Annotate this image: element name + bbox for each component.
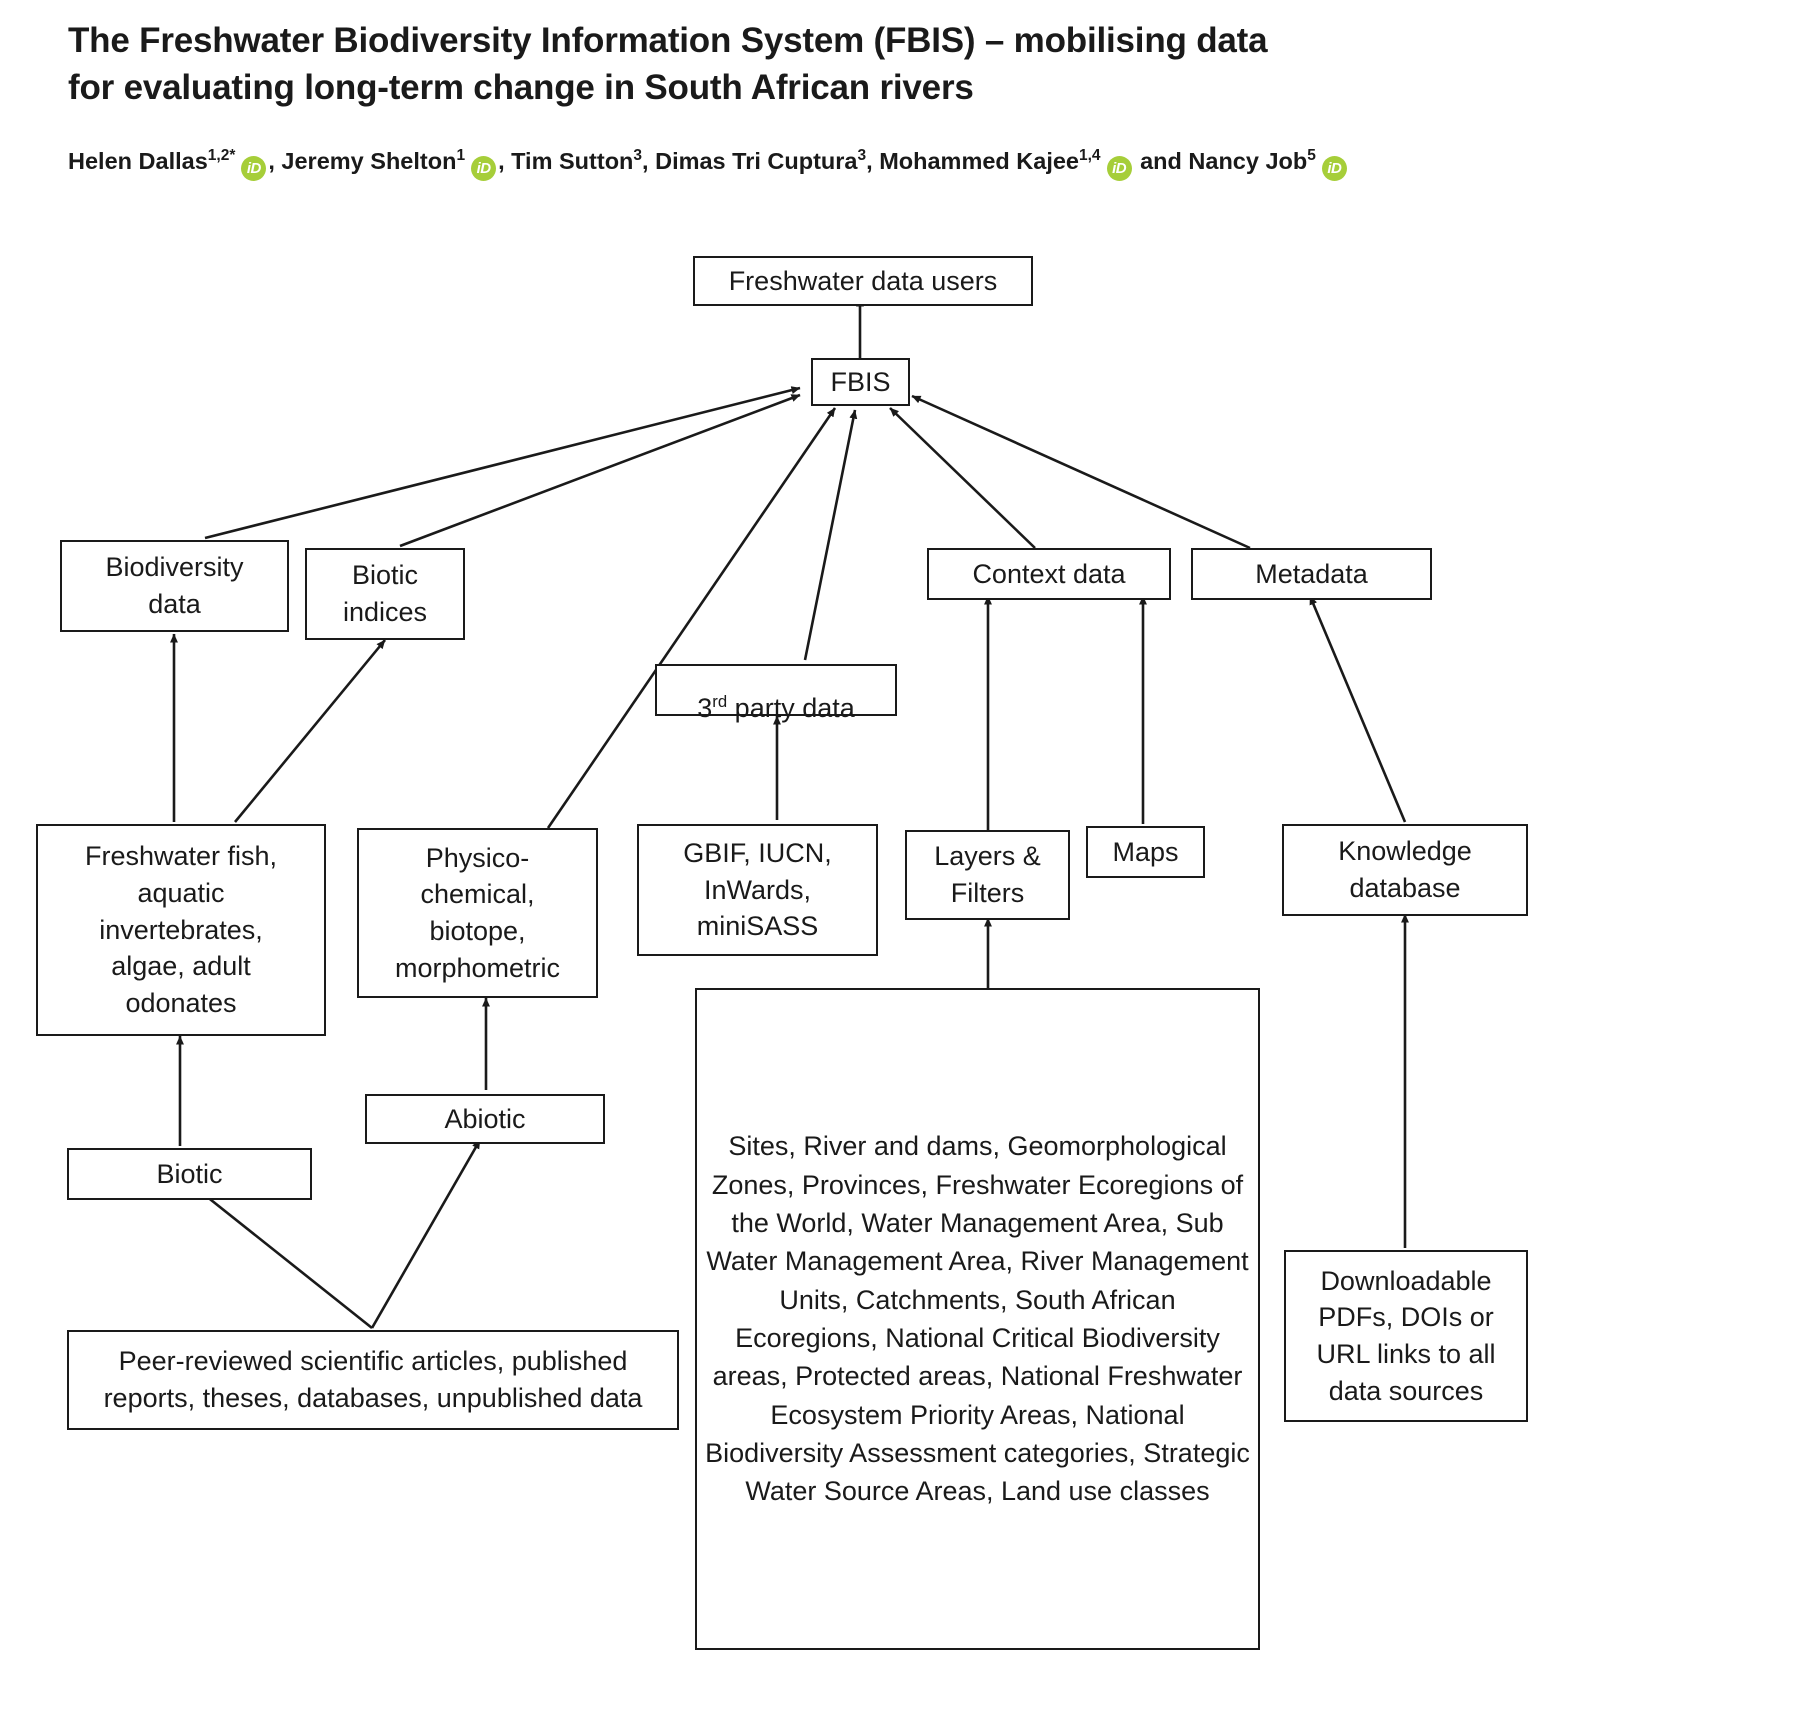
node-label: Layers & Filters bbox=[934, 841, 1041, 908]
page-title: The Freshwater Biodiversity Information … bbox=[68, 21, 1268, 107]
node-label: Sites, River and dams, Geomorphological … bbox=[705, 1131, 1250, 1507]
node-label: Downloadable PDFs, DOIs or URL links to … bbox=[1316, 1265, 1496, 1406]
node-label: Abiotic bbox=[444, 1103, 526, 1134]
author-4: Dimas Tri Cuptura3 bbox=[655, 148, 866, 174]
node-freshwater-fish[interactable]: Freshwater fish, aquatic invertebrates, … bbox=[36, 824, 326, 1036]
article-header: The Freshwater Biodiversity Information … bbox=[68, 18, 1558, 181]
author-affiliation-marker: 1,2* bbox=[207, 146, 236, 164]
node-knowledge-database[interactable]: Knowledge database bbox=[1282, 824, 1528, 916]
node-label: Physico- chemical, biotope, morphometric bbox=[394, 842, 561, 983]
node-label: Freshwater fish, aquatic invertebrates, … bbox=[84, 841, 278, 1019]
author-list: Helen Dallas1,2*iD, Jeremy Shelton1iD, T… bbox=[68, 146, 1558, 181]
node-biodiversity-data[interactable]: Biodiversity data bbox=[60, 540, 289, 632]
author-name: Helen Dallas bbox=[68, 147, 208, 174]
author-separator: , bbox=[268, 147, 282, 174]
node-label-prefix: 3 bbox=[697, 693, 713, 723]
author-affiliation-marker: 3 bbox=[857, 146, 867, 164]
node-label: 3rd party data bbox=[665, 653, 887, 726]
node-physico-chemical[interactable]: Physico- chemical, biotope, morphometric bbox=[357, 828, 598, 998]
node-label: Freshwater data users bbox=[728, 265, 998, 296]
node-label: Biodiversity data bbox=[105, 552, 244, 619]
orcid-icon[interactable]: iD bbox=[241, 155, 267, 181]
node-label: Metadata bbox=[1255, 558, 1368, 589]
fbis-flow-diagram: Freshwater data users FBIS Biodiversity … bbox=[0, 228, 1810, 1724]
node-label: FBIS bbox=[830, 366, 891, 397]
node-maps[interactable]: Maps bbox=[1086, 826, 1205, 878]
node-label: Peer-reviewed scientific articles, publi… bbox=[103, 1346, 643, 1413]
node-label-suffix: party data bbox=[727, 693, 855, 723]
node-abiotic[interactable]: Abiotic bbox=[365, 1094, 605, 1144]
node-downloadable-sources[interactable]: Downloadable PDFs, DOIs or URL links to … bbox=[1284, 1250, 1528, 1422]
node-layers-filters[interactable]: Layers & Filters bbox=[905, 830, 1070, 920]
author-3: Tim Sutton3 bbox=[511, 148, 642, 174]
node-label: Maps bbox=[1112, 836, 1179, 867]
author-6: Nancy Job5 bbox=[1188, 148, 1315, 174]
author-1: Helen Dallas1,2* bbox=[68, 148, 235, 174]
node-peer-reviewed-sources[interactable]: Peer-reviewed scientific articles, publi… bbox=[67, 1330, 679, 1430]
author-separator: , bbox=[498, 147, 512, 174]
node-freshwater-data-users[interactable]: Freshwater data users bbox=[693, 256, 1033, 306]
orcid-icon[interactable]: iD bbox=[1106, 155, 1132, 181]
node-context-data[interactable]: Context data bbox=[927, 548, 1171, 600]
node-label: Knowledge database bbox=[1338, 836, 1472, 903]
node-fbis[interactable]: FBIS bbox=[811, 358, 910, 406]
orcid-icon[interactable]: iD bbox=[471, 155, 497, 181]
node-label: Biotic bbox=[156, 1158, 223, 1189]
author-affiliation-marker: 1 bbox=[456, 146, 466, 164]
node-biotic-indices[interactable]: Biotic indices bbox=[305, 548, 465, 640]
node-metadata[interactable]: Metadata bbox=[1191, 548, 1432, 600]
node-label-superscript: rd bbox=[712, 692, 728, 711]
node-gbif-iucn-inwards-minisass[interactable]: GBIF, IUCN, InWards, miniSASS bbox=[637, 824, 878, 956]
author-separator: and bbox=[1133, 147, 1189, 174]
author-affiliation-marker: 3 bbox=[633, 146, 643, 164]
author-2: Jeremy Shelton1 bbox=[281, 148, 465, 174]
author-name: Tim Sutton bbox=[511, 147, 634, 174]
node-context-layers-list[interactable]: Sites, River and dams, Geomorphological … bbox=[695, 988, 1260, 1650]
author-affiliation-marker: 1,4 bbox=[1079, 146, 1101, 164]
author-name: Jeremy Shelton bbox=[281, 147, 457, 174]
node-label: Biotic indices bbox=[342, 560, 428, 627]
node-label: GBIF, IUCN, InWards, miniSASS bbox=[683, 837, 832, 942]
node-third-party-data[interactable]: 3rd party data bbox=[655, 664, 897, 723]
node-biotic[interactable]: Biotic bbox=[67, 1148, 312, 1200]
author-name: Mohammed Kajee bbox=[879, 147, 1079, 174]
author-affiliation-marker: 5 bbox=[1307, 146, 1316, 164]
orcid-icon[interactable]: iD bbox=[1321, 155, 1347, 181]
node-label: Context data bbox=[972, 558, 1126, 589]
author-name: Dimas Tri Cuptura bbox=[655, 147, 858, 174]
author-name: Nancy Job bbox=[1188, 147, 1308, 174]
author-separator: , bbox=[866, 147, 880, 174]
author-separator: , bbox=[642, 147, 656, 174]
author-5: Mohammed Kajee1,4 bbox=[879, 148, 1100, 174]
